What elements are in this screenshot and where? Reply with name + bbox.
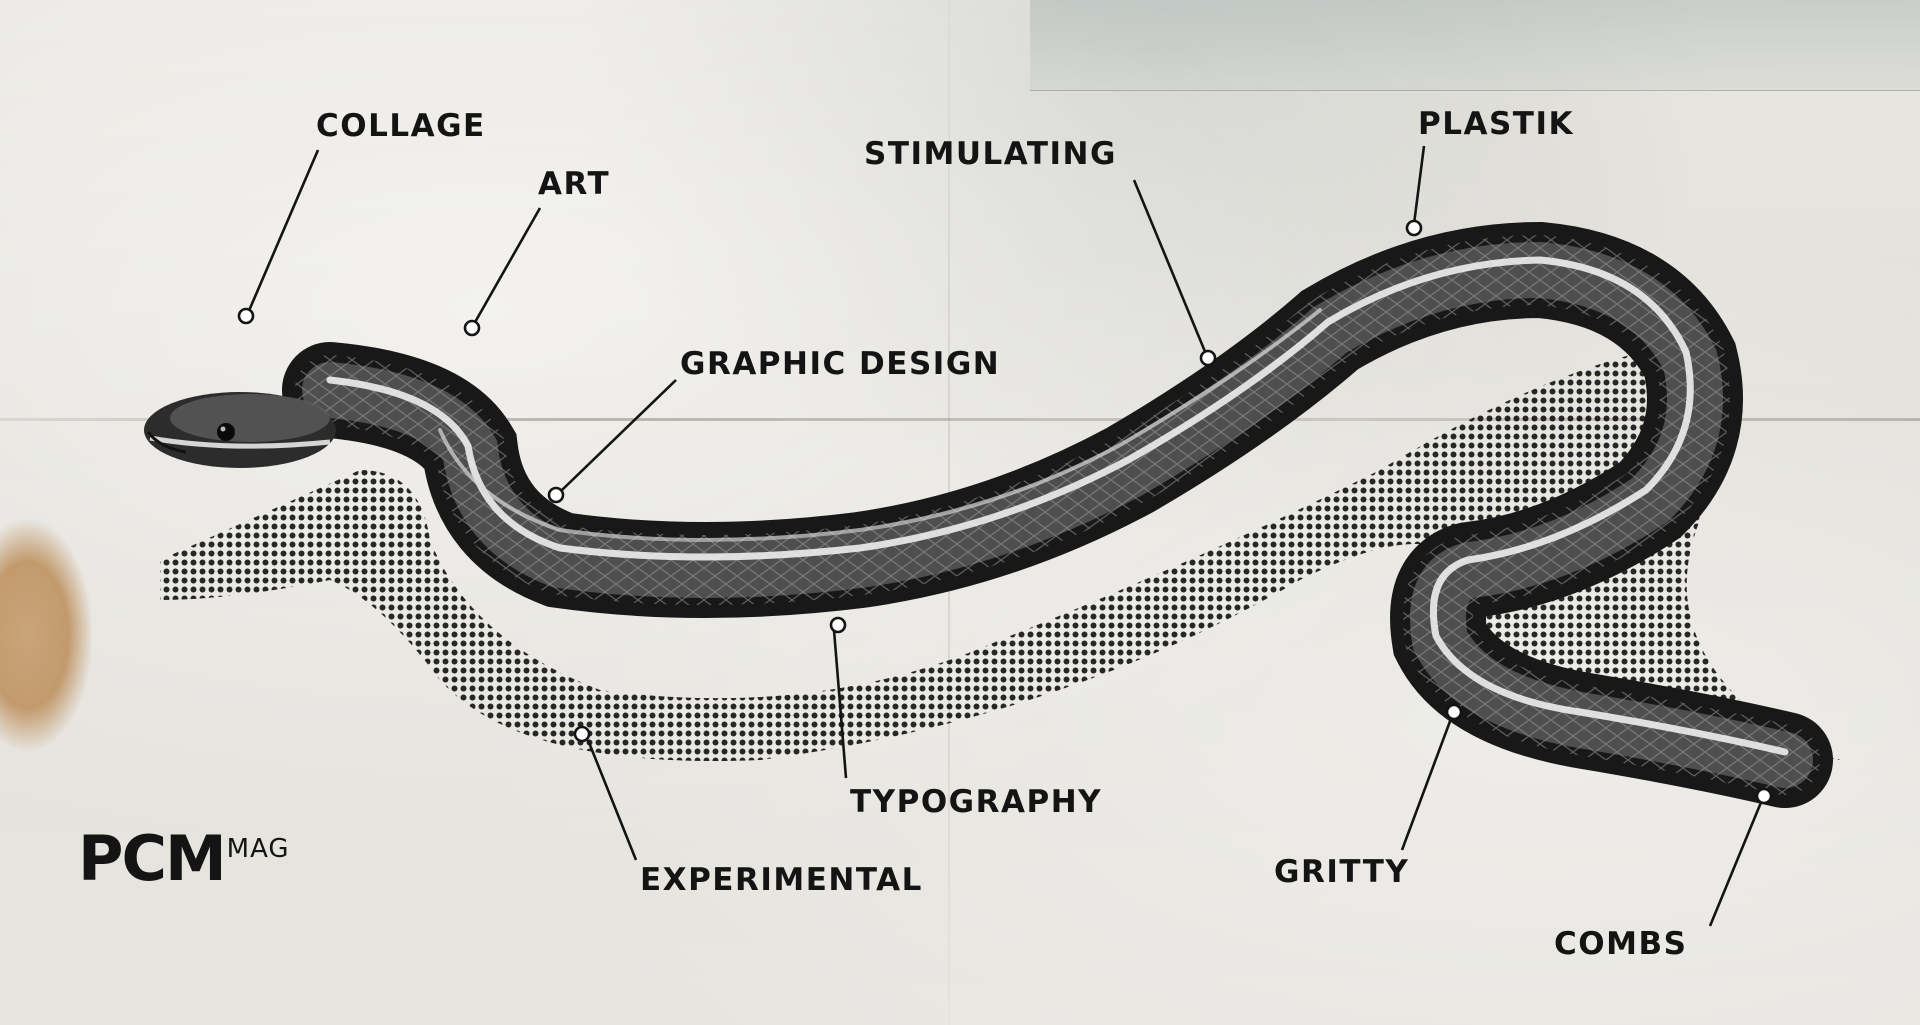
label-combs: COMBS [1554, 926, 1688, 962]
leader-lines [246, 145, 1764, 927]
label-typography: TYPOGRAPHY [850, 784, 1103, 820]
label-stimulating: STIMULATING [864, 136, 1117, 172]
label-gritty: GRITTY [1274, 854, 1410, 890]
label-graphic-design: GRAPHIC DESIGN [680, 346, 1001, 382]
pcm-mag-logo: PCMMAG [78, 828, 290, 890]
snake-stripe [326, 256, 1789, 756]
label-collage: COLLAGE [316, 108, 486, 144]
leader-dots [237, 219, 1773, 805]
paper-stain [0, 520, 92, 750]
logo-main: PCM [78, 822, 227, 895]
label-art: ART [538, 166, 611, 202]
snake-stripe-lower [438, 308, 1322, 542]
label-experimental: EXPERIMENTAL [640, 862, 923, 898]
logo-sup: MAG [226, 834, 290, 864]
tape-strip [1030, 0, 1920, 91]
label-plastik: PLASTIK [1418, 106, 1574, 142]
snake-head [144, 392, 336, 468]
paper-crease-horizontal [0, 418, 1920, 421]
